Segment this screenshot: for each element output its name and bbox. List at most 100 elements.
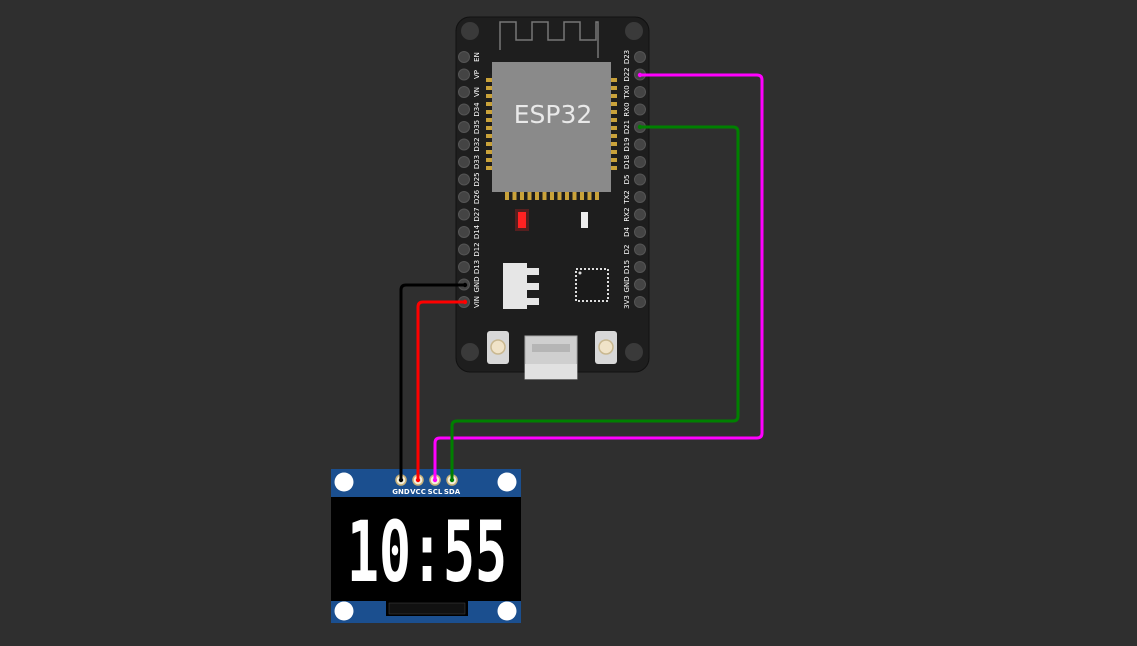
esp32-pin-rx2[interactable] [634,208,646,221]
esp32-pin-label: D27 [473,207,481,221]
chip-pad [535,192,539,200]
esp32-pin-gnd[interactable] [634,278,646,291]
esp32-pin-label: D32 [473,137,481,151]
chip-pad [587,192,592,200]
esp32-pin-d4[interactable] [634,226,646,238]
oled-pin-label: VCC [410,488,426,496]
esp32-pin-label: D15 [623,260,631,274]
oled-ribbon-inner [388,602,466,615]
led-glow [515,209,529,231]
esp32-pin-tx2[interactable] [634,191,646,203]
esp32-pin-label: D12 [473,242,481,256]
regulator-leg [527,283,539,290]
esp32-pin-d5[interactable] [634,173,646,186]
oled-screen [331,497,521,601]
esp32-pin-vn[interactable] [458,86,470,98]
mounting-hole [334,472,354,492]
chip-pad [595,192,599,200]
oled-pin-label: GND [392,488,410,496]
esp32-pin-d35[interactable] [458,121,470,133]
esp32-pin-label: D19 [623,137,631,151]
chip-pad [610,142,617,146]
micro-usb-port[interactable] [524,335,578,380]
esp32-pin-d33[interactable] [458,156,470,168]
esp32-pin-label: RX0 [623,102,631,116]
esp32-pin-d18[interactable] [634,156,646,168]
mounting-hole [497,472,517,492]
esp32-pin-d23[interactable] [634,51,646,63]
esp32-pin-d32[interactable] [458,138,470,151]
esp32-left-pin-header: ENVPVND34D35D32D33D25D26D27D14D12D13GNDV… [458,51,481,308]
wire-endpoint [415,477,421,483]
esp32-pin-d26[interactable] [458,191,470,203]
esp32-pin-d34[interactable] [458,103,470,116]
chip-pad [610,150,617,154]
regulator-leg [527,298,539,305]
esp32-pin-d15[interactable] [634,261,646,273]
chip-pad [527,192,532,200]
mounting-hole [461,343,479,361]
chip-pad [565,192,569,200]
esp32-pin-d25[interactable] [458,173,470,186]
esp32-right-pin-header: D23D22TX0RX0D21D19D18D5TX2RX2D4D2D15GND3… [623,50,646,309]
esp32-pin-3v3[interactable] [634,296,646,308]
mounting-hole [461,22,479,40]
esp32-pin-en[interactable] [458,51,470,63]
chip-pads [486,78,617,200]
wire-sda[interactable] [450,125,740,480]
esp32-pin-d13[interactable] [458,261,470,273]
wire-vcc[interactable] [416,300,465,480]
esp32-pin-label: VP [473,70,481,79]
esp32-pin-label: D18 [623,155,631,169]
boot-button[interactable] [487,331,509,364]
esp32-pin-label: D13 [473,260,481,274]
esp32-pin-label: D21 [623,120,631,134]
esp32-pin-label: EN [473,52,481,62]
esp32-pin-label: TX2 [623,190,631,205]
usb-serial-chip [575,268,609,302]
wire-endpoint [637,72,643,78]
chip-pad [610,86,617,90]
esp32-pin-rx0[interactable] [634,103,646,116]
wire-gnd[interactable] [399,283,465,480]
esp32-pin-label: D34 [473,102,481,117]
chip-pad [520,192,524,200]
chip-pad [486,142,493,146]
chip-pad [610,118,617,122]
reset-button[interactable] [595,331,617,364]
chip-pad [610,126,617,130]
esp32-pin-d27[interactable] [458,208,470,221]
esp32-pin-d2[interactable] [634,243,646,256]
wires [398,72,764,483]
esp32-pin-tx0[interactable] [634,86,646,98]
chip-pad [550,192,554,200]
wire-endpoint [637,124,643,130]
chip-pad [572,192,577,200]
esp32-pin-d12[interactable] [458,243,470,256]
esp32-pin-vp[interactable] [458,68,470,81]
mounting-hole [625,22,643,40]
antenna-trace [499,21,599,58]
esp32-pin-d14[interactable] [458,226,470,238]
chip-pin1-dot [578,271,582,275]
chip-pad [610,158,617,162]
smd-component [581,212,588,228]
chip-pad [486,78,493,82]
wire-endpoint [462,282,468,288]
esp32-pin-label: D23 [623,50,631,64]
chip-pad [610,78,617,82]
esp32-pin-d19[interactable] [634,138,646,151]
chip-label: ESP32 [514,100,593,129]
chip-pad [505,192,509,200]
esp32-board[interactable]: ESP32 ENVPVND34D35D32D33D25D26D27D14D12D… [455,16,650,380]
esp32-pin-label: D26 [473,189,481,204]
mounting-hole [625,343,643,361]
mounting-hole [497,601,517,621]
wire-scl[interactable] [433,73,764,480]
mounting-hole [334,601,354,621]
chip-pad [580,192,584,200]
esp32-pin-label: D33 [473,155,481,169]
oled-time-text: 10:55 [347,503,507,601]
